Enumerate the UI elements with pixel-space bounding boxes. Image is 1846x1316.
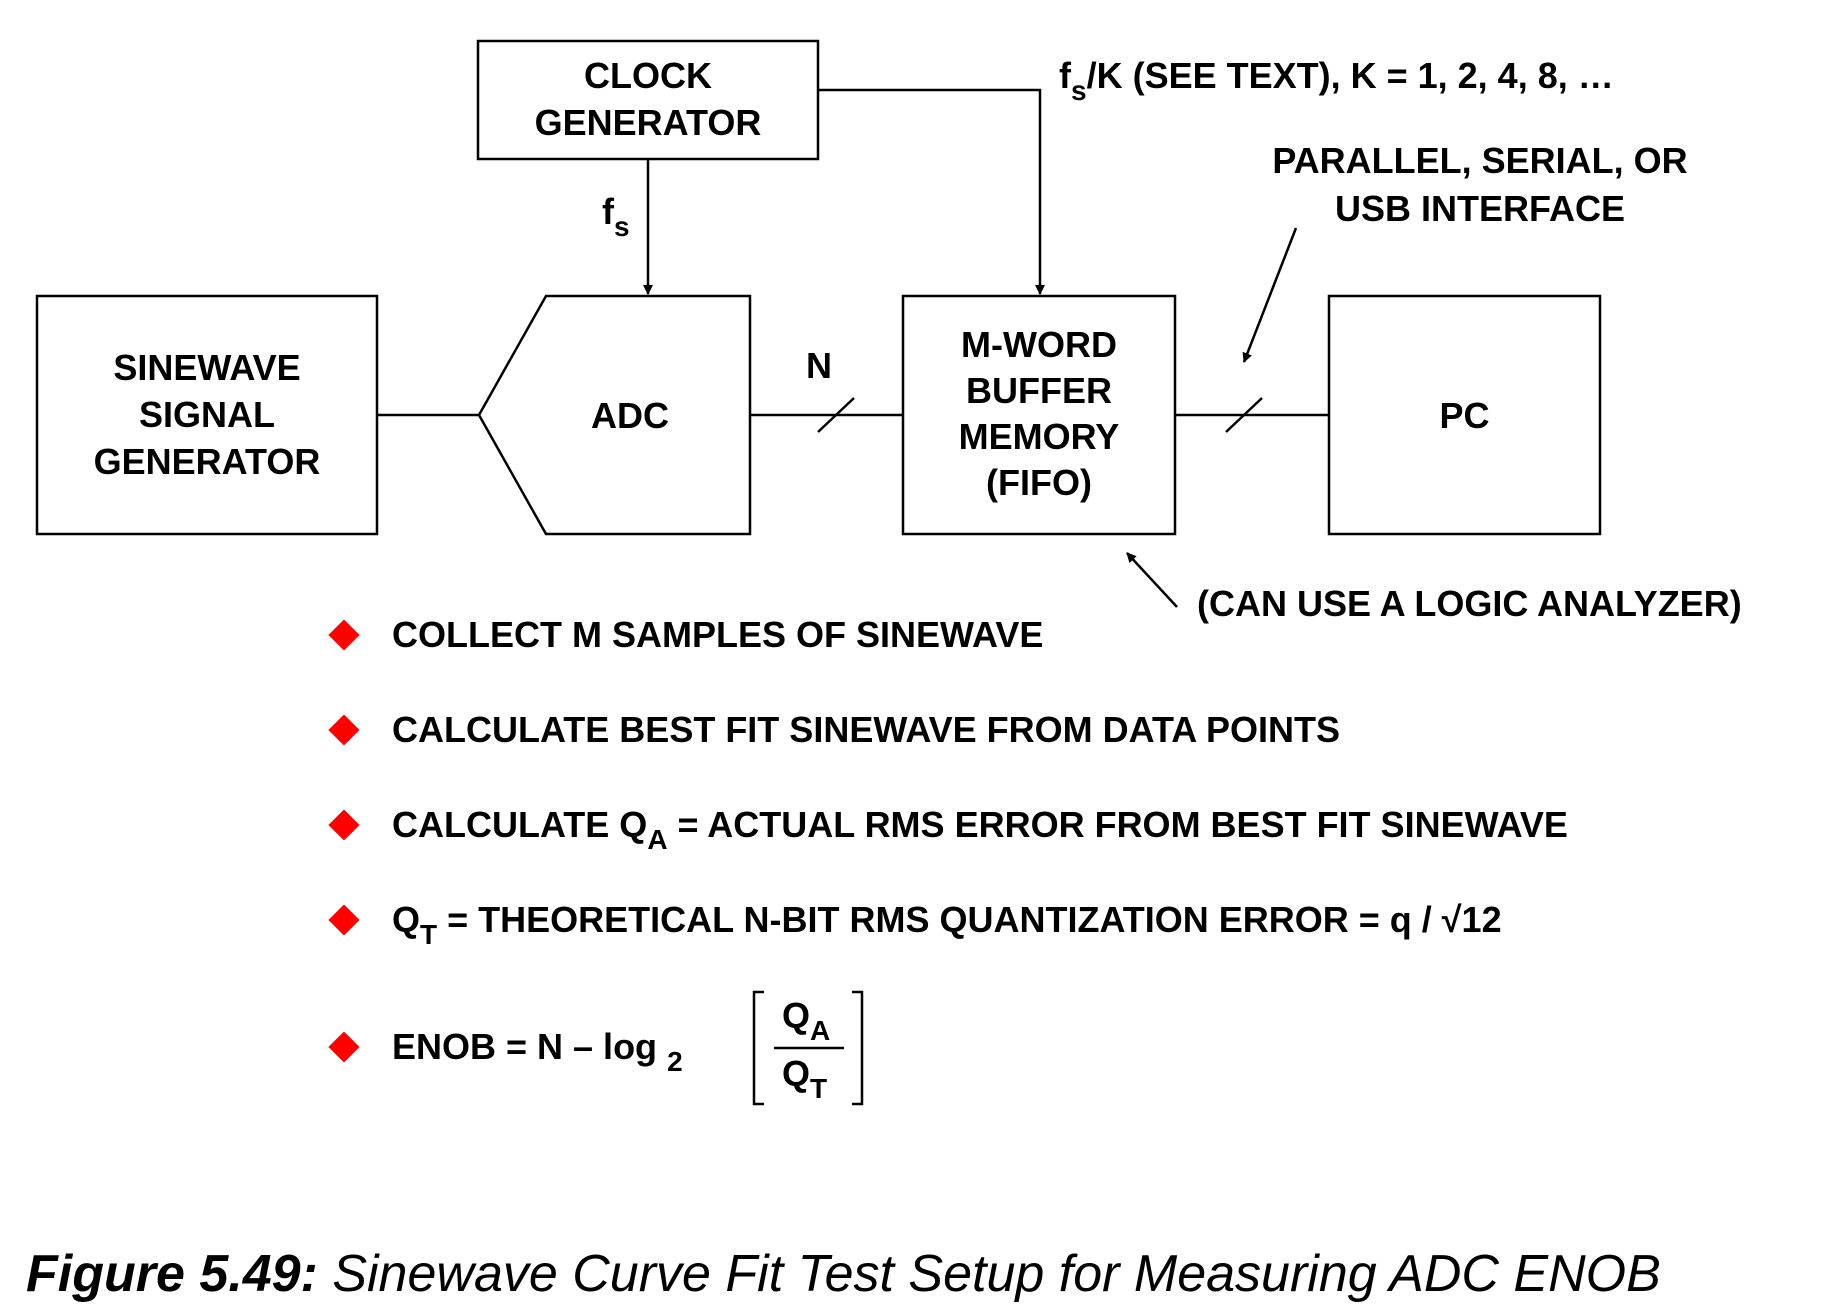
figure-caption: Figure 5.49: Sinewave Curve Fit Test Set… <box>26 1244 1661 1304</box>
bullet-text: CALCULATE QA = ACTUAL RMS ERROR FROM BES… <box>392 804 1568 855</box>
red-diamond-icon <box>328 1031 360 1063</box>
bullet-item: COLLECT M SAMPLES OF SINEWAVE <box>328 610 1730 670</box>
figure-title: Sinewave Curve Fit Test Setup for Measur… <box>317 1245 1661 1303</box>
logic-analyzer-pointer-arrow <box>1126 552 1178 608</box>
fraction-denominator: QT <box>782 1053 828 1104</box>
sinewave-generator-label: SINEWAVE SIGNAL GENERATOR <box>93 347 321 482</box>
red-diamond-icon <box>328 904 360 936</box>
fsk-label: fs/K (SEE TEXT), K = 1, 2, 4, 8, … <box>1059 55 1614 106</box>
bullet-text: CALCULATE BEST FIT SINEWAVE FROM DATA PO… <box>392 709 1340 750</box>
red-diamond-icon <box>328 809 360 841</box>
interface-pointer-arrow <box>1242 227 1298 363</box>
bullet-text: QT = THEORETICAL N-BIT RMS QUANTIZATION … <box>392 899 1502 950</box>
adc-label: ADC <box>591 395 669 436</box>
interface-slash <box>1225 397 1263 433</box>
fraction-brackets <box>752 990 864 1106</box>
fraction-numerator: QA <box>782 995 831 1046</box>
n-bus-slash <box>817 397 855 433</box>
logic-analyzer-label: (CAN USE A LOGIC ANALYZER) <box>1197 583 1742 624</box>
bullet-item: QT = THEORETICAL N-BIT RMS QUANTIZATION … <box>328 895 1730 955</box>
pc-label: PC <box>1439 395 1490 436</box>
adc-shape <box>477 294 752 536</box>
bullet-item: ENOB = N – log 2 <box>328 1022 1730 1082</box>
fs-label: fs <box>602 191 630 242</box>
fsk-clock-arrow <box>818 88 1045 295</box>
red-diamond-icon <box>328 714 360 746</box>
interface-label: PARALLEL, SERIAL, OR USB INTERFACE <box>1272 140 1688 229</box>
figure-number: Figure 5.49: <box>26 1245 318 1303</box>
bullet-item: CALCULATE QA = ACTUAL RMS ERROR FROM BES… <box>328 800 1730 860</box>
bullet-text: COLLECT M SAMPLES OF SINEWAVE <box>392 614 1044 655</box>
red-diamond-icon <box>328 619 360 651</box>
bullet-text: ENOB = N – log 2 <box>392 1026 683 1077</box>
bullet-item: CALCULATE BEST FIT SINEWAVE FROM DATA PO… <box>328 705 1730 765</box>
bus-width-label: N <box>806 345 832 386</box>
clock-generator-label: CLOCK GENERATOR <box>534 55 762 143</box>
buffer-memory-label: M-WORD BUFFER MEMORY (FIFO) <box>958 324 1120 503</box>
enob-fraction: QA QT <box>752 990 864 1108</box>
